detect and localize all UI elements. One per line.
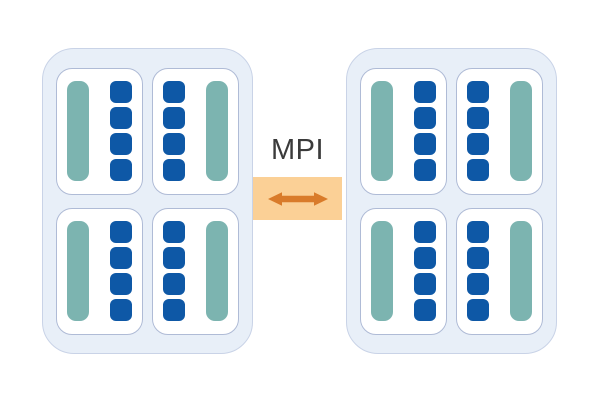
core	[467, 221, 489, 243]
core	[110, 221, 132, 243]
core	[414, 133, 436, 155]
core	[414, 247, 436, 269]
cpu-socket	[56, 207, 143, 335]
mpi-link-box	[253, 177, 342, 220]
cpu-socket	[360, 207, 447, 335]
core-column	[414, 81, 436, 181]
core	[110, 81, 132, 103]
core	[110, 247, 132, 269]
node-1	[42, 48, 253, 354]
cpu-socket	[360, 67, 447, 195]
core	[467, 81, 489, 103]
memory-bar	[206, 81, 228, 181]
core	[110, 273, 132, 295]
core	[110, 299, 132, 321]
core-column	[467, 81, 489, 181]
core	[414, 107, 436, 129]
cpu-socket	[456, 207, 543, 335]
cpu-socket	[152, 207, 239, 335]
core	[163, 299, 185, 321]
bidirectional-arrow-icon	[267, 191, 328, 206]
core	[414, 299, 436, 321]
node-2	[346, 48, 557, 354]
cpu-socket	[456, 67, 543, 195]
memory-bar	[67, 221, 89, 321]
mpi-label: MPI	[270, 134, 325, 166]
cpu-socket	[56, 67, 143, 195]
core-column	[414, 221, 436, 321]
core	[110, 107, 132, 129]
core-column	[467, 221, 489, 321]
memory-bar	[67, 81, 89, 181]
core	[467, 133, 489, 155]
core	[163, 133, 185, 155]
core	[467, 159, 489, 181]
core	[467, 273, 489, 295]
core	[163, 81, 185, 103]
memory-bar	[371, 81, 393, 181]
core	[414, 273, 436, 295]
core	[163, 159, 185, 181]
memory-bar	[206, 221, 228, 321]
memory-bar	[510, 221, 532, 321]
core	[414, 159, 436, 181]
memory-bar	[510, 81, 532, 181]
core	[163, 247, 185, 269]
memory-bar	[371, 221, 393, 321]
core	[163, 221, 185, 243]
core	[163, 107, 185, 129]
core	[163, 273, 185, 295]
core	[414, 81, 436, 103]
cpu-socket	[152, 67, 239, 195]
core	[467, 299, 489, 321]
core	[467, 247, 489, 269]
core	[110, 133, 132, 155]
core-column	[110, 221, 132, 321]
core	[467, 107, 489, 129]
core-column	[163, 81, 185, 181]
core-column	[163, 221, 185, 321]
core-column	[110, 81, 132, 181]
core	[110, 159, 132, 181]
core	[414, 221, 436, 243]
